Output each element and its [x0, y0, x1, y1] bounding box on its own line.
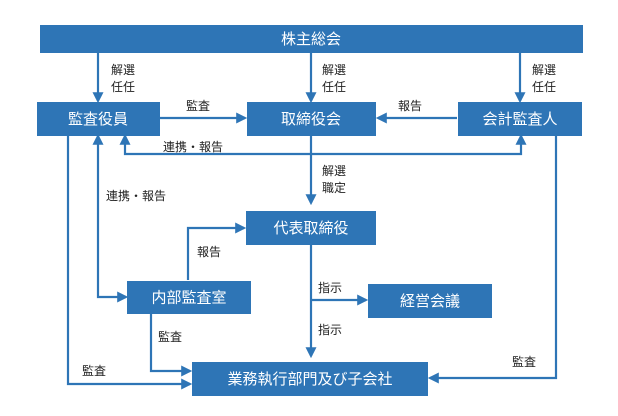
node-shareholders-label: 株主総会: [281, 30, 341, 48]
node-management-meeting-label: 経営会議: [400, 292, 460, 310]
label-appoint-auditors-line2: 任任: [111, 80, 135, 94]
arrow-auditors-to-operations: [66, 136, 193, 390]
node-accounting-auditor: 会計監査人: [458, 102, 582, 136]
node-operations: 業務執行部門及び子会社: [192, 362, 428, 396]
label-report-internal: 報告: [197, 245, 221, 259]
node-representative-label: 代表取締役: [273, 219, 348, 237]
node-representative: 代表取締役: [246, 211, 376, 245]
label-appoint-accounting-line2: 任任: [532, 80, 556, 94]
label-audit-internal: 監査: [158, 329, 182, 344]
label-report-accounting: 報告: [398, 99, 422, 113]
arrow-internal-audit-to-representative: [186, 222, 247, 280]
node-board-label: 取締役会: [281, 110, 341, 128]
label-audit-board: 監査: [186, 98, 210, 113]
label-appoint-accounting-line1: 解選: [532, 63, 556, 77]
connectors: [66, 53, 558, 390]
label-instruct-operations: 指示: [318, 322, 342, 337]
label-coordinate-internal: 連携・報告: [106, 188, 166, 203]
label-audit-accounting: 監査: [512, 354, 536, 369]
node-auditors-label: 監査役員: [68, 110, 128, 128]
arrow-internal-audit-to-operations: [149, 314, 193, 377]
label-appoint-representative-line2: 職定: [322, 180, 346, 195]
edge-labels: 解選 任任 解選 任任 解選 任任 監査 報告 連携・報告 解選 職定 連携・報…: [82, 63, 556, 378]
label-coordinate-accounting: 連携・報告: [163, 139, 223, 154]
label-instruct-management: 指示: [318, 280, 342, 295]
node-management-meeting: 経営会議: [368, 284, 492, 318]
label-appoint-auditors-line1: 解選: [111, 63, 135, 77]
label-audit-auditors: 監査: [82, 363, 106, 378]
node-accounting-auditor-label: 会計監査人: [482, 110, 557, 128]
node-internal-audit: 内部監査室: [127, 281, 251, 314]
arrow-auditors-internal-audit-coordination: [92, 133, 129, 303]
arrow-accounting-auditor-to-operations: [427, 136, 558, 384]
node-internal-audit-label: 内部監査室: [151, 289, 226, 307]
node-auditors: 監査役員: [37, 102, 160, 136]
node-shareholders: 株主総会: [40, 25, 583, 53]
node-board: 取締役会: [247, 102, 376, 136]
label-appoint-board-line2: 任任: [322, 80, 346, 94]
label-appoint-board-line1: 解選: [322, 63, 346, 77]
label-appoint-representative-line1: 解選: [322, 164, 346, 178]
node-operations-label: 業務執行部門及び子会社: [227, 370, 392, 388]
